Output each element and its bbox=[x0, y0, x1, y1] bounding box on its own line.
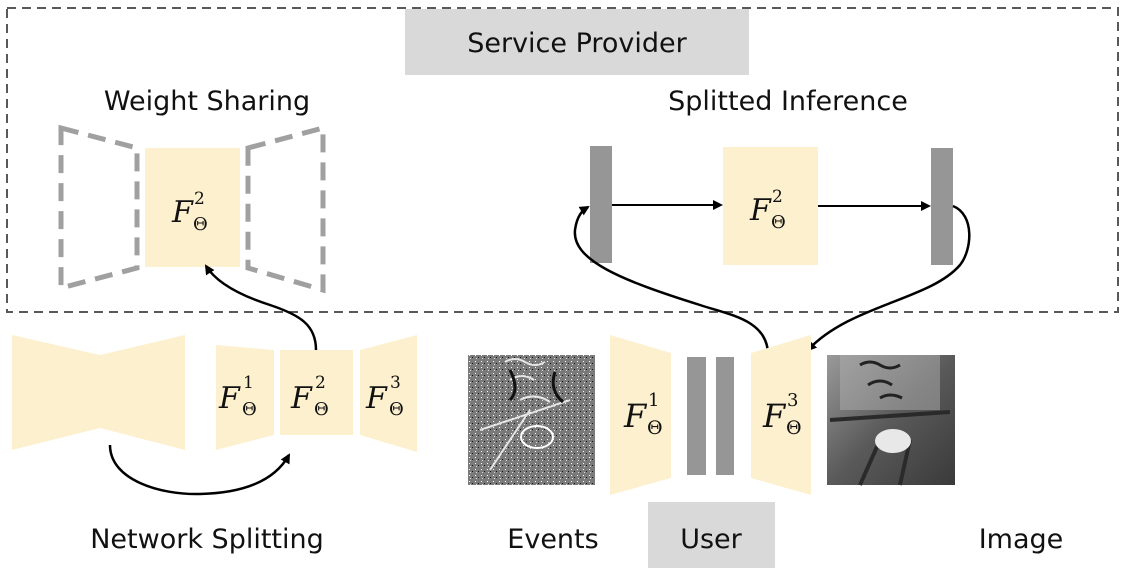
server-input-feature-bar bbox=[590, 146, 612, 263]
full-network-shape bbox=[12, 335, 185, 450]
splitted-inference-label: Splitted Inference bbox=[668, 86, 908, 117]
user-label: User bbox=[680, 524, 742, 555]
user-decoder-input-feature-bar bbox=[716, 357, 734, 475]
arrow-server-to-user bbox=[806, 204, 971, 352]
block-symbol: F bbox=[218, 381, 241, 416]
block-superscript: 3 bbox=[787, 390, 798, 411]
arrow-split-network bbox=[108, 444, 291, 496]
shared-decoder-outline bbox=[245, 124, 326, 294]
events-label: Events bbox=[507, 524, 598, 555]
block-subscript: Θ bbox=[389, 399, 404, 420]
block-superscript: 1 bbox=[243, 373, 254, 393]
service-provider-title-box: Service Provider bbox=[405, 9, 749, 75]
split-block-1: F 1 Θ bbox=[216, 345, 274, 450]
network-splitting-label: Network Splitting bbox=[90, 524, 324, 555]
split-block-3: F 3 Θ bbox=[360, 335, 417, 452]
block-subscript: Θ bbox=[786, 417, 802, 439]
user-decoder-block: F 3 Θ bbox=[751, 335, 811, 495]
block-symbol: F bbox=[290, 381, 313, 416]
block-symbol: F bbox=[749, 193, 772, 228]
block-superscript: 2 bbox=[772, 187, 783, 207]
block-symbol: F bbox=[623, 397, 648, 435]
arrow-user-to-server bbox=[573, 205, 770, 356]
user-label-box: User bbox=[648, 502, 775, 568]
reconstructed-image bbox=[827, 355, 955, 486]
weight-sharing-block: F 2 Θ bbox=[145, 148, 240, 267]
server-output-feature-bar bbox=[931, 148, 953, 265]
user-encoded-feature-bar bbox=[687, 357, 706, 475]
user-encoder-block: F 1 Θ bbox=[610, 335, 671, 495]
shared-encoder-outline bbox=[58, 124, 140, 292]
arrow-block-to-shared bbox=[204, 264, 318, 351]
block-subscript: Θ bbox=[771, 212, 786, 233]
image-label: Image bbox=[979, 524, 1064, 555]
service-provider-region bbox=[6, 7, 1119, 313]
events-image bbox=[468, 355, 595, 485]
block-superscript: 3 bbox=[390, 373, 401, 393]
service-provider-title: Service Provider bbox=[467, 28, 687, 59]
block-symbol: F bbox=[171, 195, 194, 230]
weight-sharing-label: Weight Sharing bbox=[104, 86, 310, 117]
block-superscript: 2 bbox=[315, 373, 326, 393]
split-block-2: F 2 Θ bbox=[280, 350, 353, 435]
block-subscript: Θ bbox=[647, 417, 663, 439]
block-symbol: F bbox=[365, 381, 388, 416]
block-subscript: Θ bbox=[314, 399, 329, 420]
block-superscript: 1 bbox=[648, 390, 659, 411]
block-subscript: Θ bbox=[242, 399, 257, 420]
block-superscript: 2 bbox=[194, 189, 205, 209]
splitted-inference-block: F 2 Θ bbox=[723, 147, 818, 265]
block-subscript: Θ bbox=[193, 214, 208, 235]
block-symbol: F bbox=[762, 397, 787, 435]
